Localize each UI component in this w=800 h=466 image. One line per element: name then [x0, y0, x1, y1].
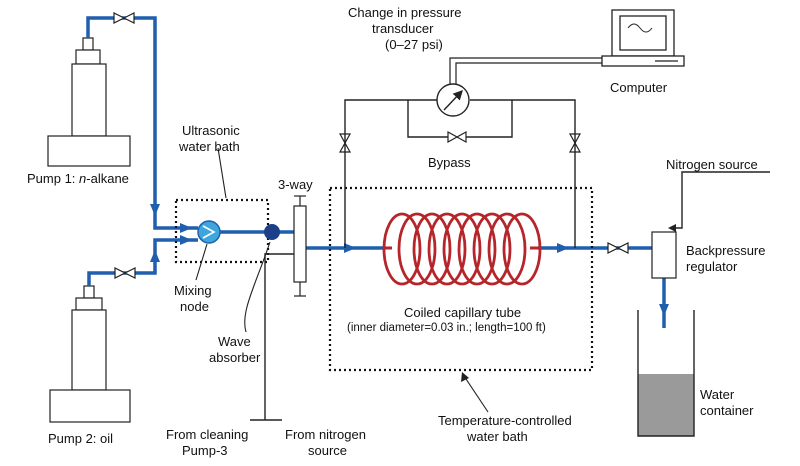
- from-nitrogen-label-line2: source: [308, 443, 348, 458]
- temperature-bath-label-line1: Temperature-controlled: [438, 413, 572, 428]
- mixing-node-label-line1: Mixing: [174, 283, 212, 298]
- pressure-transducer-label-line1: Change in pressure: [348, 5, 462, 20]
- pump-2: [49, 285, 131, 423]
- cleaning-pump-label-line2: Pump-3: [182, 443, 228, 458]
- temperature-bath-box: [328, 186, 594, 372]
- computer-icon: [601, 9, 685, 67]
- mixing-node-label-line2: node: [180, 299, 209, 314]
- mixing-node-icon: [197, 220, 221, 244]
- backpressure-label-line2: regulator: [686, 259, 738, 274]
- wave-absorber-label-line1: Wave: [218, 334, 251, 349]
- valve-pump2: [114, 267, 136, 279]
- wave-absorber-icon: [264, 224, 280, 240]
- label-pointers: [195, 147, 489, 413]
- ultrasonic-bath-label-line2: water bath: [179, 139, 240, 154]
- coil-icon: [382, 212, 542, 286]
- nitrogen-line: [670, 171, 770, 229]
- valve-pump1: [113, 12, 135, 24]
- flow-arrows: [150, 204, 669, 316]
- computer-label: Computer: [610, 80, 668, 95]
- pump-1: [47, 37, 131, 167]
- bypass-label: Bypass: [428, 155, 471, 170]
- backpressure-label-line1: Backpressure: [686, 243, 766, 258]
- coil-label-line1: Coiled capillary tube: [404, 305, 522, 320]
- water-container-label-line2: container: [700, 403, 754, 418]
- ultrasonic-bath-box: [174, 198, 270, 264]
- valve-outlet: [607, 242, 629, 254]
- three-way-valve: [293, 195, 307, 297]
- valve-bypass: [447, 130, 467, 144]
- flow-lines: [86, 16, 666, 328]
- nitrogen-source-label: Nitrogen source: [666, 157, 758, 172]
- water-container-label-line1: Water: [700, 387, 735, 402]
- backpressure-regulator: [651, 231, 677, 279]
- wave-absorber-label-line2: absorber: [209, 350, 261, 365]
- transducer-lines: [344, 99, 576, 248]
- ultrasonic-bath-label-line1: Ultrasonic: [182, 123, 240, 138]
- pressure-transducer-label-line2: transducer: [372, 21, 434, 36]
- temperature-bath-label-line2: water bath: [467, 429, 528, 444]
- three-way-label: 3-way: [278, 177, 313, 192]
- pressure-transducer-label-line3: (0–27 psi): [385, 37, 443, 52]
- cleaning-line: [250, 253, 294, 421]
- cleaning-pump-label-line1: From cleaning: [166, 427, 249, 442]
- coil-label-line2: (inner diameter=0.03 in.; length=100 ft): [347, 322, 546, 334]
- water-container-icon: [637, 310, 695, 437]
- from-nitrogen-label-line1: From nitrogen: [285, 427, 366, 442]
- computer-cable: [449, 57, 612, 84]
- pressure-gauge-icon: [436, 83, 470, 117]
- pump-2-label: Pump 2: oil: [48, 431, 114, 446]
- pump-1-label: Pump 1: n-alkane: [27, 171, 129, 186]
